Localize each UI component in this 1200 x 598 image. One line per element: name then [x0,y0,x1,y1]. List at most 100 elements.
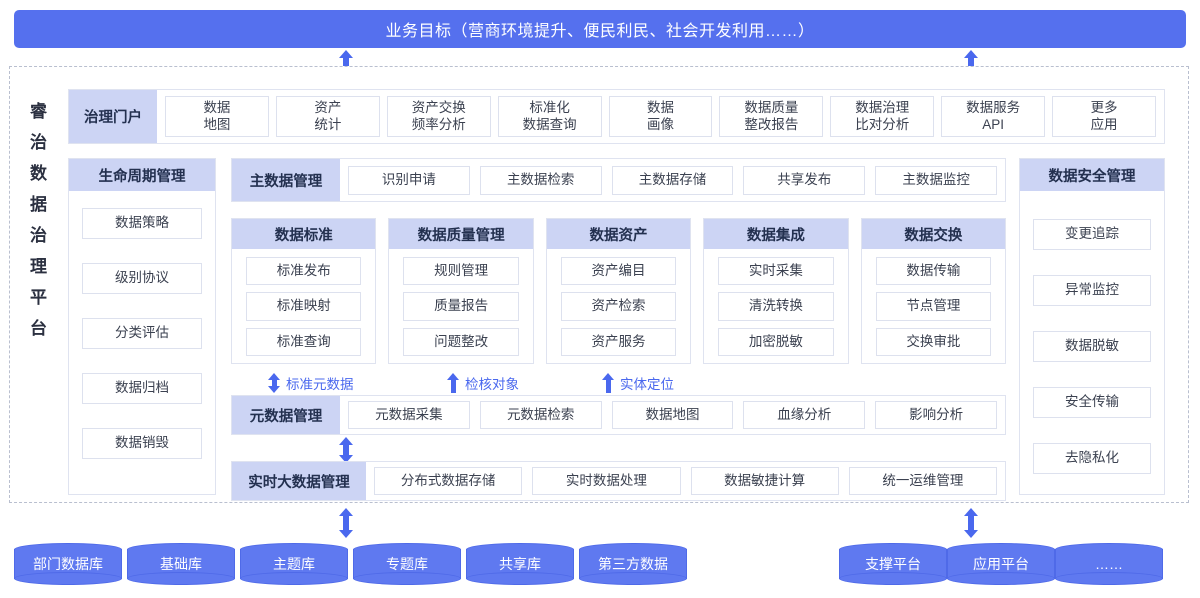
column-item[interactable]: 质量报告 [403,292,519,321]
annotation-label: 标准元数据 [286,377,354,392]
master-data-item[interactable]: 主数据监控 [875,165,997,195]
column-item[interactable]: 标准查询 [246,327,362,356]
portal-item[interactable]: 更多 应用 [1052,96,1157,137]
capability-column-data-quality: 数据质量管理 规则管理 质量报告 问题整改 [388,218,534,364]
cylinder-label: 基础库 [160,556,202,572]
portal-item[interactable]: 标准化 数据查询 [497,96,602,137]
security-item[interactable]: 去隐私化 [1033,443,1151,474]
column-item[interactable]: 加密脱敏 [718,327,834,356]
lifecycle-item[interactable]: 数据销毁 [82,428,202,459]
metadata-item[interactable]: 血缘分析 [743,401,866,429]
bigdata-item[interactable]: 统一运维管理 [848,467,997,495]
metadata-items: 元数据采集 元数据检索 数据地图 血缘分析 影响分析 [340,396,1005,434]
capability-columns: 数据标准 标准发布 标准映射 标准查询 数据质量管理 规则管理 质量报告 问题整… [231,218,1007,364]
security-item[interactable]: 安全传输 [1033,387,1151,418]
annotation-label: 检核对象 [465,377,519,392]
master-data-items: 识别申请 主数据检索 主数据存储 共享发布 主数据监控 [340,159,1005,201]
column-item[interactable]: 资产检索 [560,292,677,321]
capability-column-data-integration: 数据集成 实时采集 清洗转换 加密脱敏 [703,218,849,364]
column-item[interactable]: 交换审批 [875,327,992,356]
cylinder-bottom [240,572,348,585]
master-data-item[interactable]: 主数据检索 [479,165,602,195]
annotation-label: 实体定位 [620,377,674,392]
portal-item[interactable]: 数据 画像 [608,96,713,137]
governance-portal-row: 治理门户 数据 地图 资产 统计 资产交换 频率分析 标准化 数据查询 数据 画… [68,89,1165,144]
realtime-bigdata-row: 实时大数据管理 分布式数据存储 实时数据处理 数据敏捷计算 统一运维管理 [231,461,1006,501]
metadata-item[interactable]: 元数据采集 [348,401,470,429]
connector-arrow-metadata-bigdata [338,437,354,463]
metadata-item[interactable]: 影响分析 [875,401,997,429]
cylinder-bottom [947,572,1055,585]
master-data-item[interactable]: 识别申请 [348,165,470,195]
bigdata-item[interactable]: 分布式数据存储 [374,467,523,495]
column-item[interactable]: 节点管理 [875,292,992,321]
column-items: 资产编目 资产检索 资产服务 [547,249,690,363]
lifecycle-panel: 生命周期管理 数据策略 级别协议 分类评估 数据归档 数据销毁 [68,158,216,495]
lifecycle-title: 生命周期管理 [69,159,215,191]
governance-portal-label: 治理门户 [69,90,157,143]
data-security-panel: 数据安全管理 变更追踪 异常监控 数据脱敏 安全传输 去隐私化 [1019,158,1165,495]
cylinder-label: 应用平台 [973,556,1029,572]
bigdata-item[interactable]: 数据敏捷计算 [690,467,839,495]
bigdata-item[interactable]: 实时数据处理 [532,467,681,495]
up-arrow-icon [602,373,614,393]
column-item[interactable]: 清洗转换 [718,292,834,321]
cylinder-label: 第三方数据 [598,556,668,572]
cylinder-bottom [1055,572,1163,585]
annotation-entity-location: 实体定位 [602,373,674,393]
portal-item[interactable]: 数据 地图 [165,96,269,137]
column-item[interactable]: 实时采集 [718,257,834,286]
annotation-standard-metadata: 标准元数据 [268,373,354,393]
master-data-item[interactable]: 共享发布 [743,165,866,195]
column-item[interactable]: 资产编目 [560,257,677,286]
cylinder-label: 支撑平台 [865,556,921,572]
portal-item[interactable]: 数据治理 比对分析 [830,96,935,137]
metadata-label: 元数据管理 [232,396,340,434]
database-cylinder-topic[interactable]: 专题库 [353,543,461,585]
column-items: 实时采集 清洗转换 加密脱敏 [704,249,847,363]
lifecycle-items: 数据策略 级别协议 分类评估 数据归档 数据销毁 [69,191,215,459]
column-item[interactable]: 标准发布 [246,257,362,286]
column-item[interactable]: 规则管理 [403,257,519,286]
realtime-bigdata-items: 分布式数据存储 实时数据处理 数据敏捷计算 统一运维管理 [366,462,1005,500]
security-item[interactable]: 变更追踪 [1033,219,1151,250]
column-item[interactable]: 问题整改 [403,327,519,356]
cylinder-bottom [14,572,122,585]
metadata-item[interactable]: 数据地图 [611,401,734,429]
database-cylinder-shared[interactable]: 共享库 [466,543,574,585]
column-item[interactable]: 资产服务 [560,327,677,356]
security-item[interactable]: 数据脱敏 [1033,331,1151,362]
lifecycle-item[interactable]: 级别协议 [82,263,202,294]
platform-cylinder-more[interactable]: …… [1055,543,1163,585]
database-cylinder-subject[interactable]: 主题库 [240,543,348,585]
portal-item[interactable]: 资产交换 频率分析 [386,96,491,137]
master-data-label: 主数据管理 [232,159,340,201]
metadata-item[interactable]: 元数据检索 [479,401,602,429]
platform-cylinder-support[interactable]: 支撑平台 [839,543,947,585]
lifecycle-item[interactable]: 数据归档 [82,373,202,404]
security-item[interactable]: 异常监控 [1033,275,1151,306]
vertical-title-char: 治 [30,226,48,245]
database-cylinder-basic[interactable]: 基础库 [127,543,235,585]
lifecycle-item[interactable]: 分类评估 [82,318,202,349]
double-arrow-icon [268,373,280,393]
realtime-bigdata-label: 实时大数据管理 [232,462,366,500]
capability-column-data-asset: 数据资产 资产编目 资产检索 资产服务 [545,218,692,364]
cylinder-label: 专题库 [386,556,428,572]
portal-item[interactable]: 资产 统计 [275,96,380,137]
lifecycle-item[interactable]: 数据策略 [82,208,202,239]
cylinder-label: 共享库 [499,556,541,572]
column-item[interactable]: 数据传输 [875,257,992,286]
master-data-item[interactable]: 主数据存储 [611,165,734,195]
vertical-title-char: 平 [30,288,48,307]
portal-item[interactable]: 数据服务 API [941,96,1046,137]
business-goal-title: 业务目标（营商环境提升、便民利民、社会开发利用……） [385,23,815,40]
capability-column-data-standard: 数据标准 标准发布 标准映射 标准查询 [231,218,377,364]
column-title: 数据资产 [546,219,691,249]
cylinder-bottom [353,572,461,585]
column-item[interactable]: 标准映射 [246,292,362,321]
portal-item[interactable]: 数据质量 整改报告 [719,96,824,137]
database-cylinder-thirdparty[interactable]: 第三方数据 [579,543,687,585]
platform-cylinder-application[interactable]: 应用平台 [947,543,1055,585]
database-cylinder-dept[interactable]: 部门数据库 [14,543,122,585]
